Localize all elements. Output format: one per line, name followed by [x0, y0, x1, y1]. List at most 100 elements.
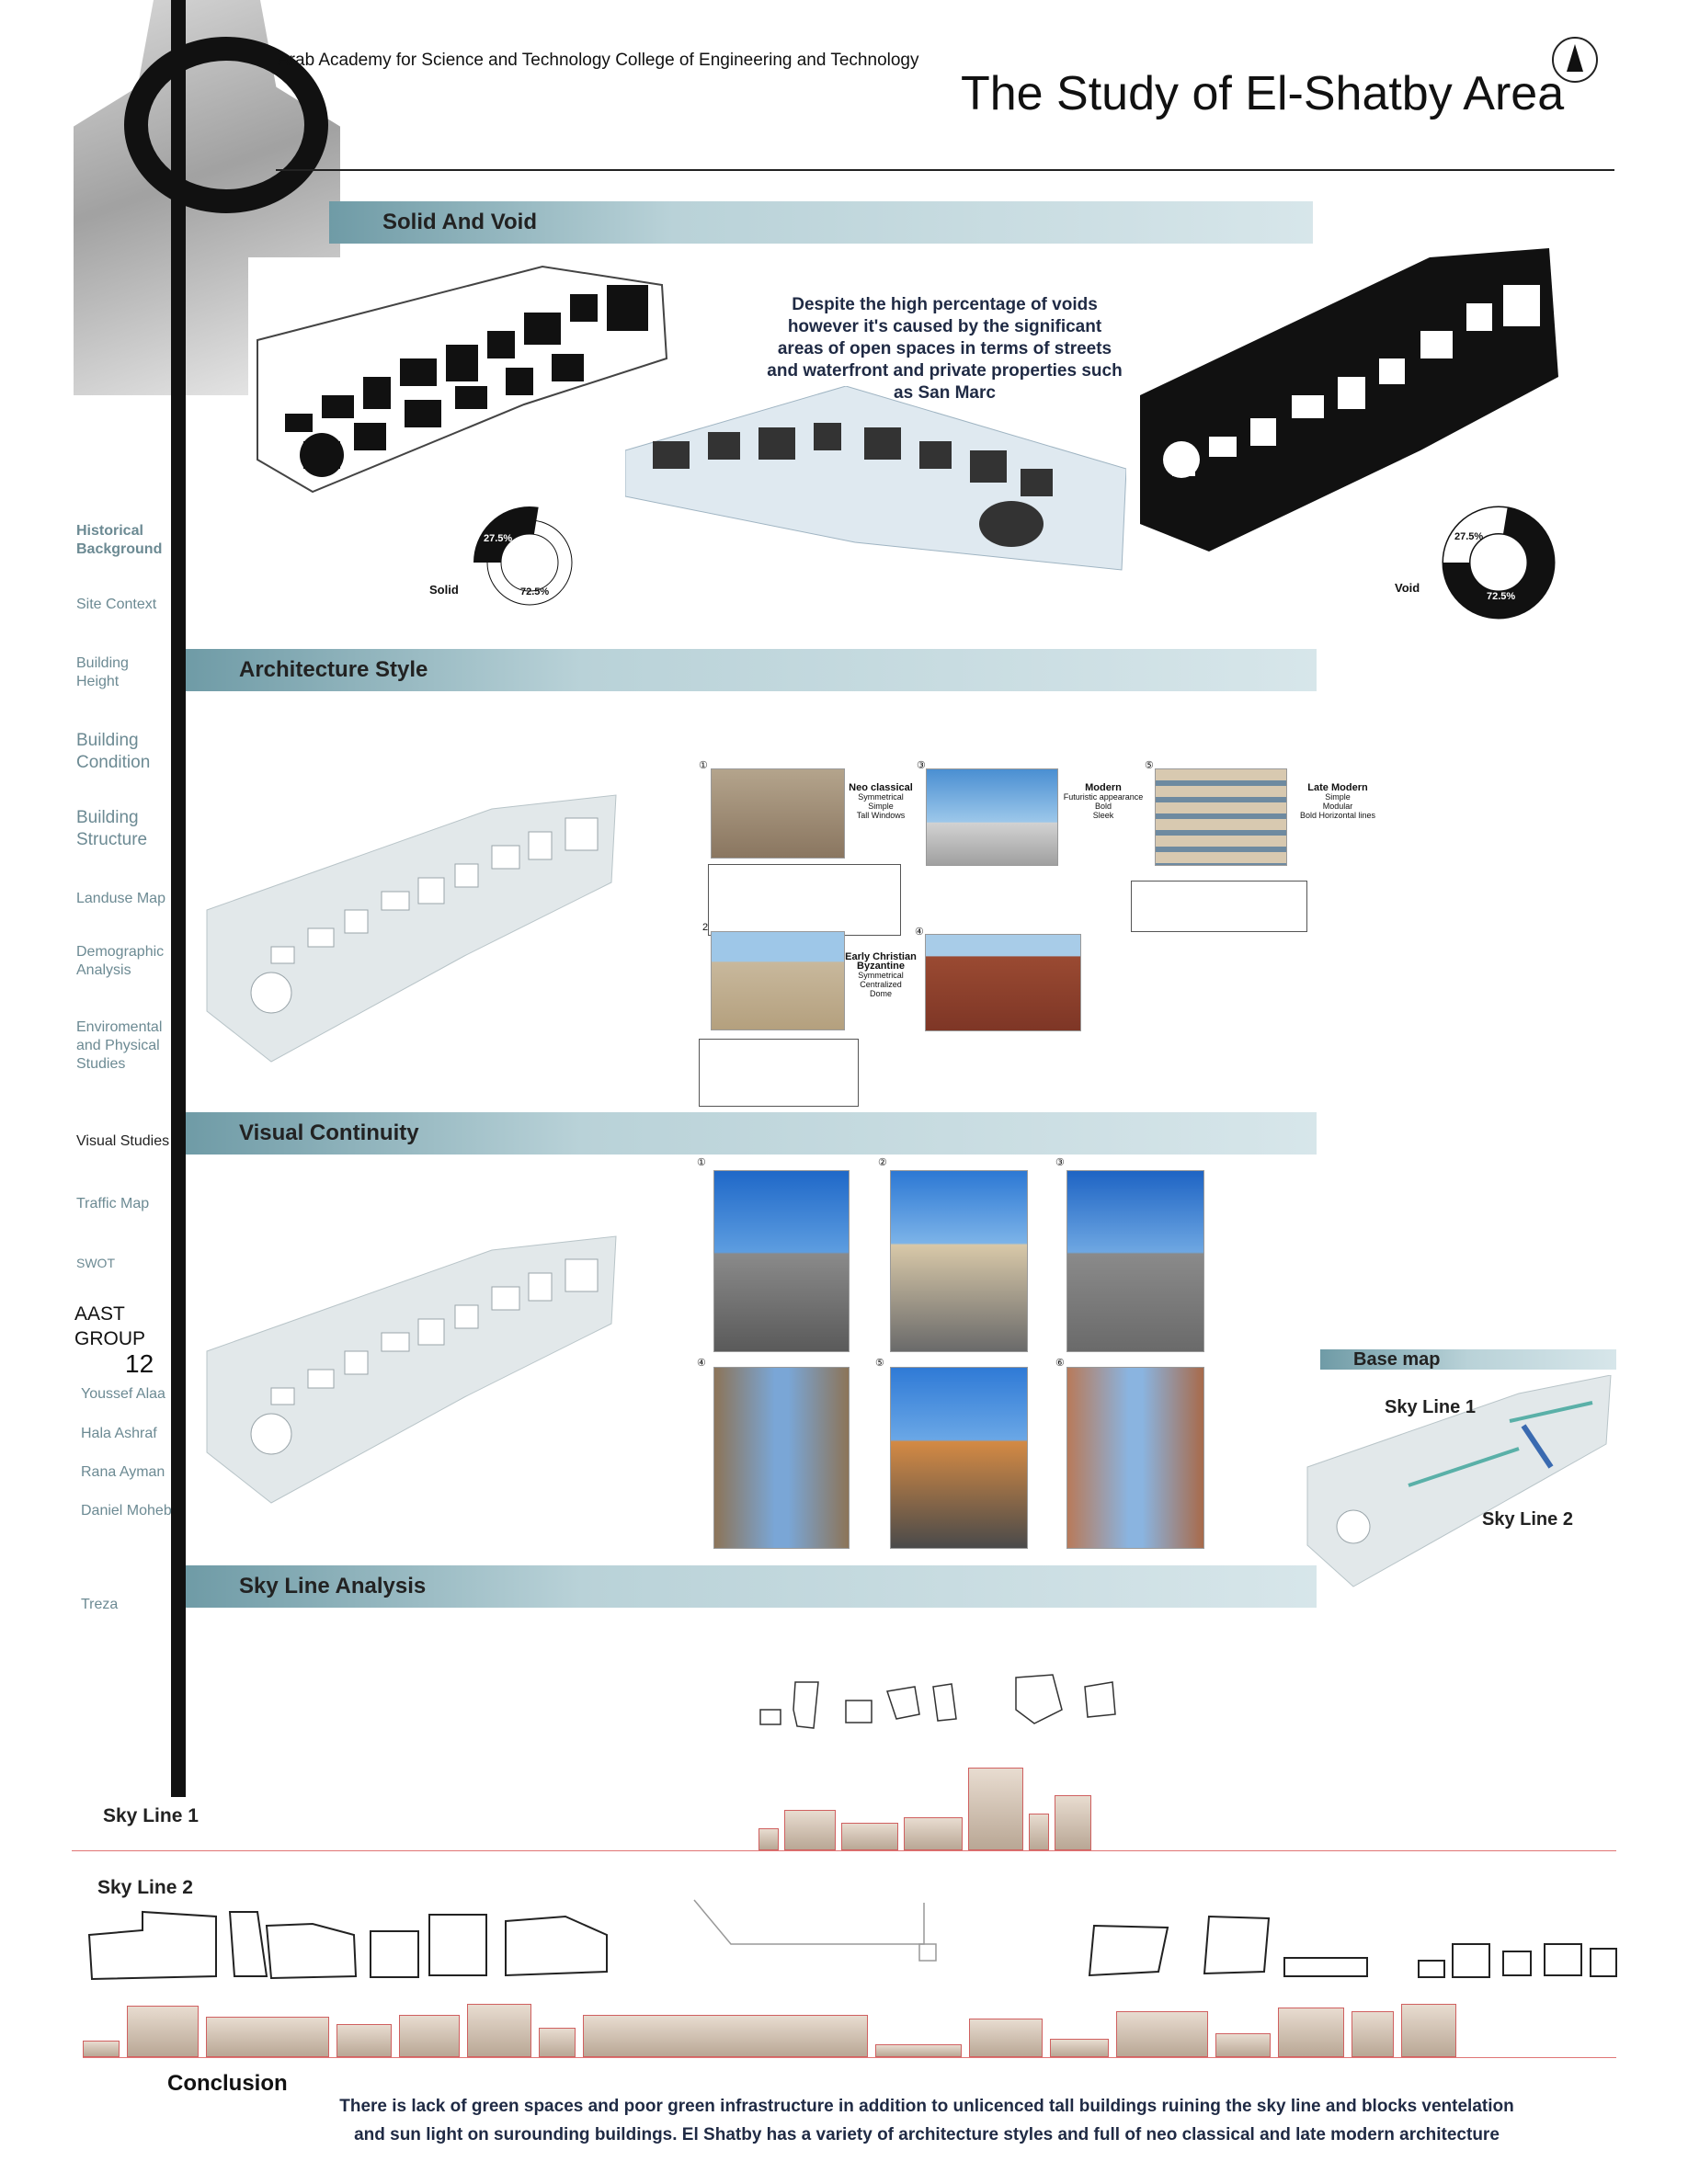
member-name: Youssef Alaa: [81, 1386, 165, 1402]
sky-line-2-label: Sky Line 2: [97, 1877, 193, 1898]
byzantine-photo: [711, 931, 845, 1030]
sidebar-item-demographic-analysis[interactable]: Demographic Analysis: [76, 944, 165, 978]
vertical-bar: [171, 0, 186, 1797]
style-desc: Modular: [1322, 802, 1353, 811]
void-pct-label: 72.5%: [1487, 591, 1516, 602]
void-map: [1126, 248, 1558, 552]
style-name: Early Christian Byzantine: [845, 951, 917, 972]
style-desc: Dome: [869, 989, 892, 998]
style-desc: Bold Horizontal lines: [1299, 811, 1376, 820]
late-modern-sketch: [1131, 881, 1307, 932]
base-map: [1298, 1375, 1615, 1592]
photo-number: ②: [878, 1157, 887, 1168]
street-photo-5: [890, 1367, 1028, 1549]
sky-line-2-footprints: [87, 1898, 1618, 1983]
sky-line-1-ground: [72, 1850, 1616, 1851]
solid-pct-label-b: 27.5%: [1454, 531, 1484, 542]
solid-label: Solid: [429, 583, 459, 597]
sidebar-item-landuse-map[interactable]: Landuse Map: [76, 891, 165, 906]
photo-number: ③: [1055, 1157, 1065, 1168]
style-desc: Tall Windows: [856, 811, 906, 820]
sidebar-item-visual-studies[interactable]: Visual Studies: [76, 1133, 170, 1149]
void-label: Void: [1395, 581, 1420, 595]
style-desc: Sleek: [1092, 811, 1114, 820]
section-header-architecture: Architecture Style: [186, 649, 1317, 691]
sidebar-item-building-structure[interactable]: Building Structure: [76, 808, 148, 849]
section-header-skyline: Sky Line Analysis: [186, 1565, 1317, 1608]
sky-line-2-elevation: [83, 2004, 1456, 2057]
modern-text: Modern Futuristic appearance Bold Sleek: [1057, 782, 1149, 821]
north-arrow-icon: [1552, 37, 1598, 83]
photo-number: ①: [697, 1157, 706, 1168]
street-photo-6: [1066, 1367, 1204, 1549]
style-number: ⑤: [1145, 760, 1154, 771]
photo-number: ④: [697, 1358, 706, 1369]
street-photo-2: [890, 1170, 1028, 1352]
street-photo-1: [713, 1170, 850, 1352]
modern-photo: [926, 768, 1058, 866]
byzantine-sketch: [699, 1039, 859, 1107]
sidebar-item-building-condition[interactable]: Building Condition: [76, 731, 151, 772]
sky-line-2-ground: [83, 2057, 1616, 2058]
neo-classical-sketch: [708, 864, 901, 936]
style-number: ①: [699, 760, 708, 771]
section-header-solid-void: Solid And Void: [329, 201, 1313, 244]
photo-number: ⑤: [875, 1358, 884, 1369]
member-name: Treza: [81, 1597, 119, 1612]
byzantine-text: Early Christian Byzantine Symmetrical Ce…: [844, 951, 918, 999]
style-number: ④: [915, 927, 924, 938]
void-donut: [1440, 504, 1557, 621]
style-name: Late Modern: [1307, 782, 1368, 793]
conclusion-title: Conclusion: [167, 2071, 288, 2096]
conclusion-text: There is lack of green spaces and poor g…: [339, 2097, 1514, 2144]
member-name: Daniel Moheb: [81, 1503, 172, 1519]
sky-line-1-label: Sky Line 1: [103, 1805, 199, 1826]
style-number: 2: [702, 922, 709, 933]
void-pct-label-a: 72.5%: [520, 586, 550, 597]
style-desc: Symmetrical: [858, 971, 904, 980]
neo-classical-brick-photo: [925, 934, 1081, 1031]
sky-line-2-map-label: Sky Line 2: [1482, 1509, 1573, 1530]
solid-donut: [471, 504, 588, 621]
member-name: Rana Ayman: [81, 1464, 165, 1480]
style-desc: Simple: [868, 802, 894, 811]
style-desc: Symmetrical: [858, 792, 904, 802]
photo-number: ⑥: [1055, 1358, 1065, 1369]
sidebar-item-site-context[interactable]: Site Context: [76, 597, 157, 612]
sky-line-1-footprints: [758, 1673, 1177, 1737]
neo-classical-text: Neo classical Symmetrical Simple Tall Wi…: [844, 782, 918, 821]
page-title: The Study of El-Shatby Area: [961, 67, 1565, 120]
street-photo-3: [1066, 1170, 1204, 1352]
style-name: Modern: [1085, 782, 1122, 793]
style-desc: Simple: [1325, 792, 1351, 802]
sidebar-item-building-height[interactable]: Building Height: [76, 655, 129, 689]
sky-line-1-elevation: [758, 1765, 1091, 1850]
style-desc: Futuristic appearance: [1063, 792, 1144, 802]
style-desc: Centralized: [860, 980, 902, 989]
solid-pct-label: 27.5%: [484, 533, 513, 544]
sidebar-item-environmental-studies[interactable]: Enviromental and Physical Studies: [76, 1019, 163, 1072]
neo-classical-photo: [711, 768, 845, 859]
base-map-header: Base map: [1320, 1349, 1616, 1370]
late-modern-photo: [1155, 768, 1287, 866]
group-number: 12: [125, 1349, 154, 1378]
solid-map: [248, 257, 671, 506]
sidebar-item-historical-background[interactable]: Historical Background: [76, 523, 163, 557]
group-label: AAST GROUP: [74, 1303, 146, 1349]
architecture-map: [188, 791, 621, 1066]
header-divider: [276, 169, 1614, 171]
header-org: Arab Academy for Science and Technology …: [278, 51, 919, 70]
style-number: ③: [917, 760, 926, 771]
sidebar-item-traffic-map[interactable]: Traffic Map: [76, 1196, 150, 1211]
solid-void-note: Despite the high percentage of voids how…: [767, 295, 1123, 403]
style-name: Neo classical: [849, 782, 913, 793]
style-desc: Bold: [1094, 802, 1112, 811]
sky-line-1-map-label: Sky Line 1: [1385, 1397, 1476, 1417]
visual-map: [188, 1232, 621, 1507]
late-modern-text: Late Modern Simple Modular Bold Horizont…: [1292, 782, 1384, 821]
section-header-visual: Visual Continuity: [186, 1112, 1317, 1155]
member-name: Hala Ashraf: [81, 1426, 157, 1441]
sidebar-item-swot[interactable]: SWOT: [76, 1256, 115, 1270]
solid-3d-model: [625, 386, 1126, 579]
street-photo-4: [713, 1367, 850, 1549]
